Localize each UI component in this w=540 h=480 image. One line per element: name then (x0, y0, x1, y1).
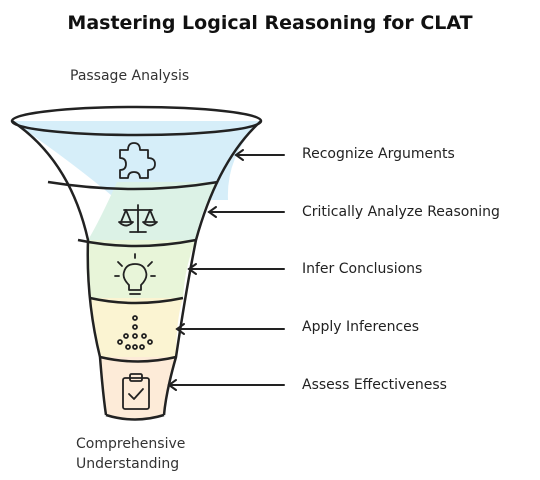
funnel-divider-3 (89, 296, 184, 305)
funnel-segment-1 (12, 121, 261, 200)
funnel-divider-4 (99, 355, 177, 363)
connector-arrow-5 (167, 379, 285, 391)
funnel-output-label: Comprehensive Understanding (76, 434, 185, 474)
step-label-infer-conclusions: Infer Conclusions (302, 261, 423, 277)
connector-arrow-2 (207, 206, 285, 218)
funnel-bottom-curve (105, 413, 165, 421)
step-label-critically-analyze-reasoning: Critically Analyze Reasoning (302, 204, 500, 220)
funnel-segment-2-body (88, 182, 218, 240)
lightbulb-icon (114, 253, 156, 295)
funnel-rim (10, 105, 263, 137)
diagram-title: Mastering Logical Reasoning for CLAT (67, 12, 473, 34)
connector-arrow-3 (187, 263, 285, 275)
output-label-line-2: Understanding (76, 456, 180, 472)
step-label-recognize-arguments: Recognize Arguments (302, 146, 455, 162)
step-label-assess-effectiveness: Assess Effectiveness (302, 377, 447, 393)
funnel-segment-5 (100, 357, 176, 420)
funnel-input-label: Passage Analysis (70, 68, 190, 84)
funnel-segment-3 (86, 240, 196, 298)
scales-icon (118, 204, 158, 233)
puzzle-icon (119, 142, 156, 179)
output-label-line-1: Comprehensive (76, 436, 186, 452)
connector-arrow-1 (234, 149, 285, 161)
funnel-outline-left (11, 119, 108, 416)
funnel-divider-1 (47, 180, 219, 191)
step-label-apply-inferences: Apply Inferences (302, 319, 420, 335)
funnel-divider-2 (77, 238, 197, 248)
dots-arrow-icon (117, 315, 153, 350)
connector-arrow-4 (175, 323, 285, 335)
clipboard-check-icon (122, 373, 150, 410)
funnel-outline-right (162, 120, 262, 416)
